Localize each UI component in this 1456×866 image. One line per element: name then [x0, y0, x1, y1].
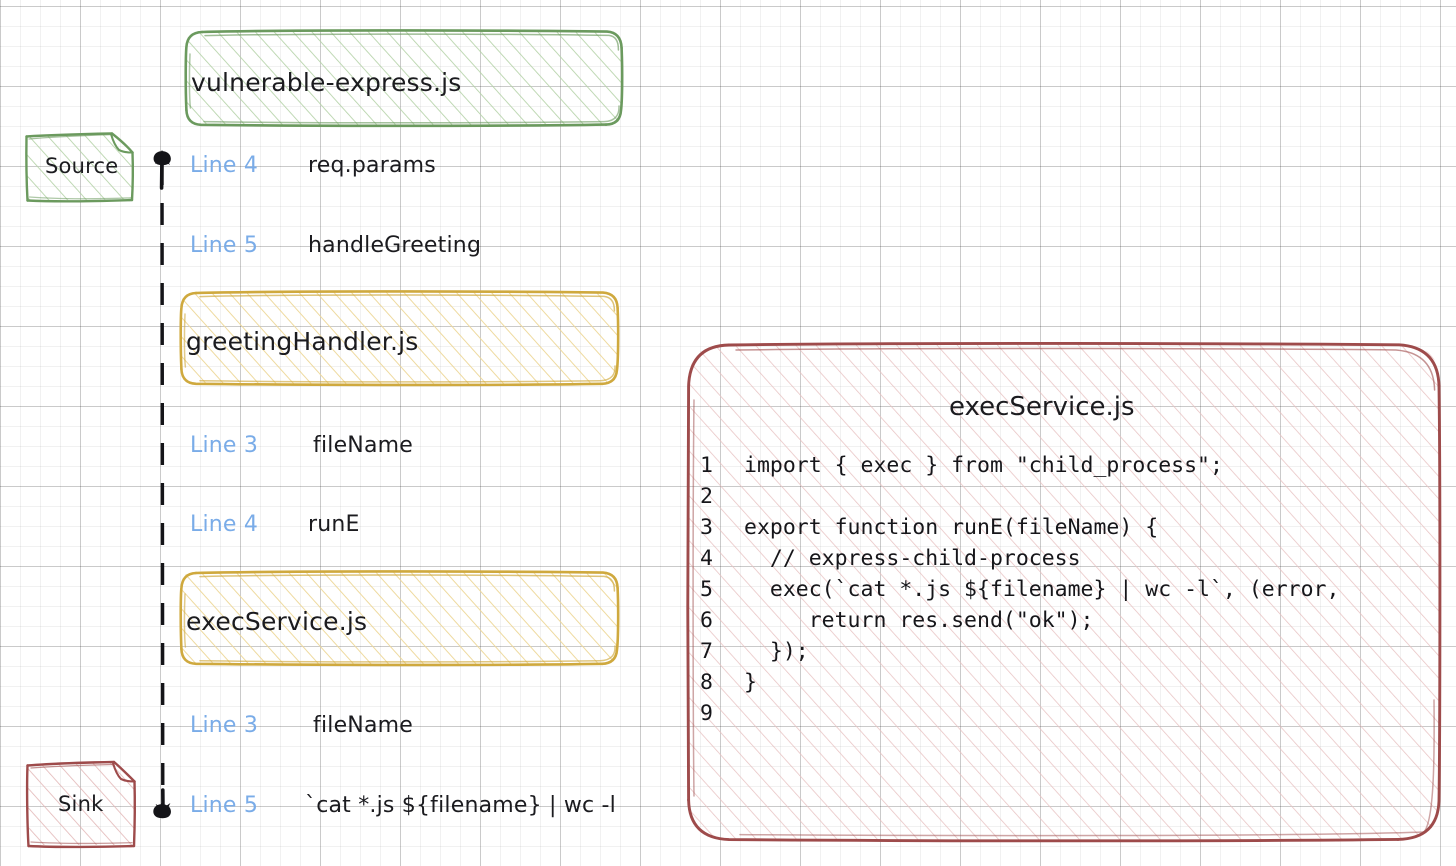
flow-step-1-symbol: handleGreeting: [308, 233, 482, 258]
flow-step-5-line: Line 5: [190, 793, 259, 818]
flow-step-2-line: Line 3: [190, 433, 259, 458]
code-line-number: 3: [700, 515, 713, 540]
code-line-text: import { exec } from "child_process";: [744, 453, 1223, 478]
code-line-text: }: [744, 670, 757, 695]
code-panel-body: 1 import { exec } from "child_process"; 2 3…: [700, 450, 1339, 729]
code-line-text: return res.send("ok");: [744, 608, 1094, 633]
code-line: 7 });: [700, 636, 1339, 667]
file-box-title-vulnerable-express: vulnerable-express.js: [191, 68, 462, 97]
code-line: 2: [700, 481, 1339, 512]
code-line-text: export function runE(fileName) {: [744, 515, 1159, 540]
flow-step-0-line: Line 4: [190, 153, 259, 178]
flow-step-2-symbol: fileName: [313, 433, 414, 458]
flow-step-1-line: Line 5: [190, 233, 259, 258]
code-line-number: 5: [700, 577, 713, 602]
code-line-text: // express-child-process: [744, 546, 1081, 571]
code-line-number: 7: [700, 639, 713, 664]
flow-step-4-line: Line 3: [190, 713, 259, 738]
code-line-text: });: [744, 639, 809, 664]
code-line-number: 9: [700, 701, 713, 726]
flow-step-5-symbol: `cat *.js ${filename} | wc -l: [305, 793, 616, 818]
taint-flow-connector: [153, 150, 171, 819]
code-line: 8}: [700, 667, 1339, 698]
code-line: 9: [700, 698, 1339, 729]
code-line: 1 import { exec } from "child_process";: [700, 450, 1339, 481]
source-note-label: Source: [45, 154, 119, 178]
file-box-title-greeting-handler: greetingHandler.js: [186, 327, 419, 356]
code-line-number: 8: [700, 670, 713, 695]
code-line-number: 1: [700, 453, 713, 478]
sink-note-label: Sink: [58, 792, 104, 816]
code-line: 6 return res.send("ok");: [700, 605, 1339, 636]
code-line-number: 2: [700, 484, 713, 509]
flow-step-4-symbol: fileName: [313, 713, 414, 738]
code-line: 5 exec(`cat *.js ${filename} | wc -l`, (…: [700, 574, 1339, 605]
code-panel-title: execService.js: [949, 392, 1135, 422]
code-line: 4 // express-child-process: [700, 543, 1339, 574]
code-line-text: exec(`cat *.js ${filename} | wc -l`, (er…: [744, 577, 1340, 602]
file-box-title-exec-service: execService.js: [186, 607, 368, 636]
code-line-number: 4: [700, 546, 713, 571]
code-line: 3 export function runE(fileName) {: [700, 512, 1339, 543]
code-line-number: 6: [700, 608, 713, 633]
flow-step-3-symbol: runE: [308, 512, 360, 537]
flow-step-0-symbol: req.params: [308, 153, 436, 178]
flow-step-3-line: Line 4: [190, 512, 259, 537]
